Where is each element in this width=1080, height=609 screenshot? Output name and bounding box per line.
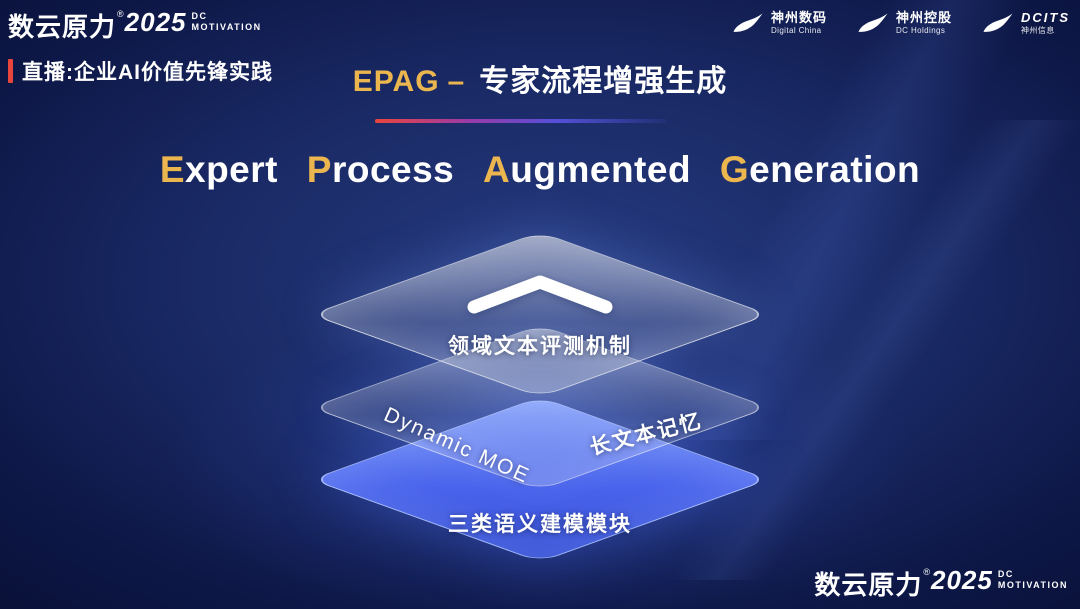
subtitle-word: Generation [719, 149, 921, 190]
brand-tagline: DC MOTIVATION [192, 11, 262, 34]
partner-name-cn: 神州数码 [770, 10, 827, 25]
subtitle-word: Augmented [483, 149, 692, 190]
brand-tagline-line2: MOTIVATION [997, 580, 1068, 591]
brand-year: 2025 [930, 565, 993, 595]
brand-logo-top-left: 数云原力®2025 DC MOTIVATION [8, 7, 262, 44]
title-dash: – [447, 65, 466, 98]
registered-mark: ® [923, 567, 930, 577]
subtitle-expansion: Expert Process Augmented Generation [0, 149, 1080, 191]
partner-name-en: Digital China [770, 25, 822, 35]
title-chinese: 专家流程增强生成 [479, 65, 728, 98]
partner-logos: 神州数码 Digital China 神州控股 DC Holdings DCIT… [732, 10, 1070, 35]
brand-tagline: DC MOTIVATION [998, 569, 1068, 592]
live-label: 直播:企业AI价值先锋实践 [22, 61, 273, 84]
brand-tagline-line1: DC [191, 11, 208, 21]
red-accent-bar [8, 59, 13, 83]
brand-logo-bottom-right: 数云原力®2025 DC MOTIVATION [814, 565, 1068, 602]
swoosh-icon [733, 13, 763, 32]
brand-name: 数云原力 [814, 570, 923, 600]
partner-logo-dc-holdings: 神州控股 DC Holdings [857, 10, 952, 35]
partner-text: 神州控股 DC Holdings [895, 10, 952, 35]
swoosh-icon [858, 13, 888, 32]
gradient-divider [375, 119, 667, 123]
brand-year: 2025 [124, 7, 187, 37]
partner-name-en: DCITS [1021, 10, 1070, 25]
partner-text: DCITS 神州信息 [1021, 10, 1070, 35]
chevron-up-icon [467, 275, 613, 314]
partner-logo-dcits: DCITS 神州信息 [982, 10, 1070, 35]
swoosh-icon [983, 13, 1013, 32]
partner-name-en: DC Holdings [895, 25, 946, 35]
brand-name: 数云原力 [8, 12, 117, 42]
subtitle-word: Process [306, 149, 455, 190]
title-acronym: EPAG [352, 65, 440, 98]
bottom-layer-label: 三类语义建模模块 [448, 513, 632, 536]
page-title: EPAG–专家流程增强生成 [0, 56, 1080, 100]
partner-text: 神州数码 Digital China [770, 10, 827, 35]
live-badge: 直播:企业AI价值先锋实践 [8, 56, 273, 86]
partner-logo-digital-china: 神州数码 Digital China [732, 10, 827, 35]
top-layer-label: 领域文本评测机制 [448, 335, 632, 358]
subtitle-word: Expert [159, 149, 278, 190]
partner-name-cn: 神州控股 [895, 10, 952, 25]
brand-tagline-line1: DC [997, 569, 1014, 579]
registered-mark: ® [117, 9, 124, 19]
partner-name-cn: 神州信息 [1021, 25, 1055, 35]
brand-tagline-line2: MOTIVATION [191, 22, 262, 33]
